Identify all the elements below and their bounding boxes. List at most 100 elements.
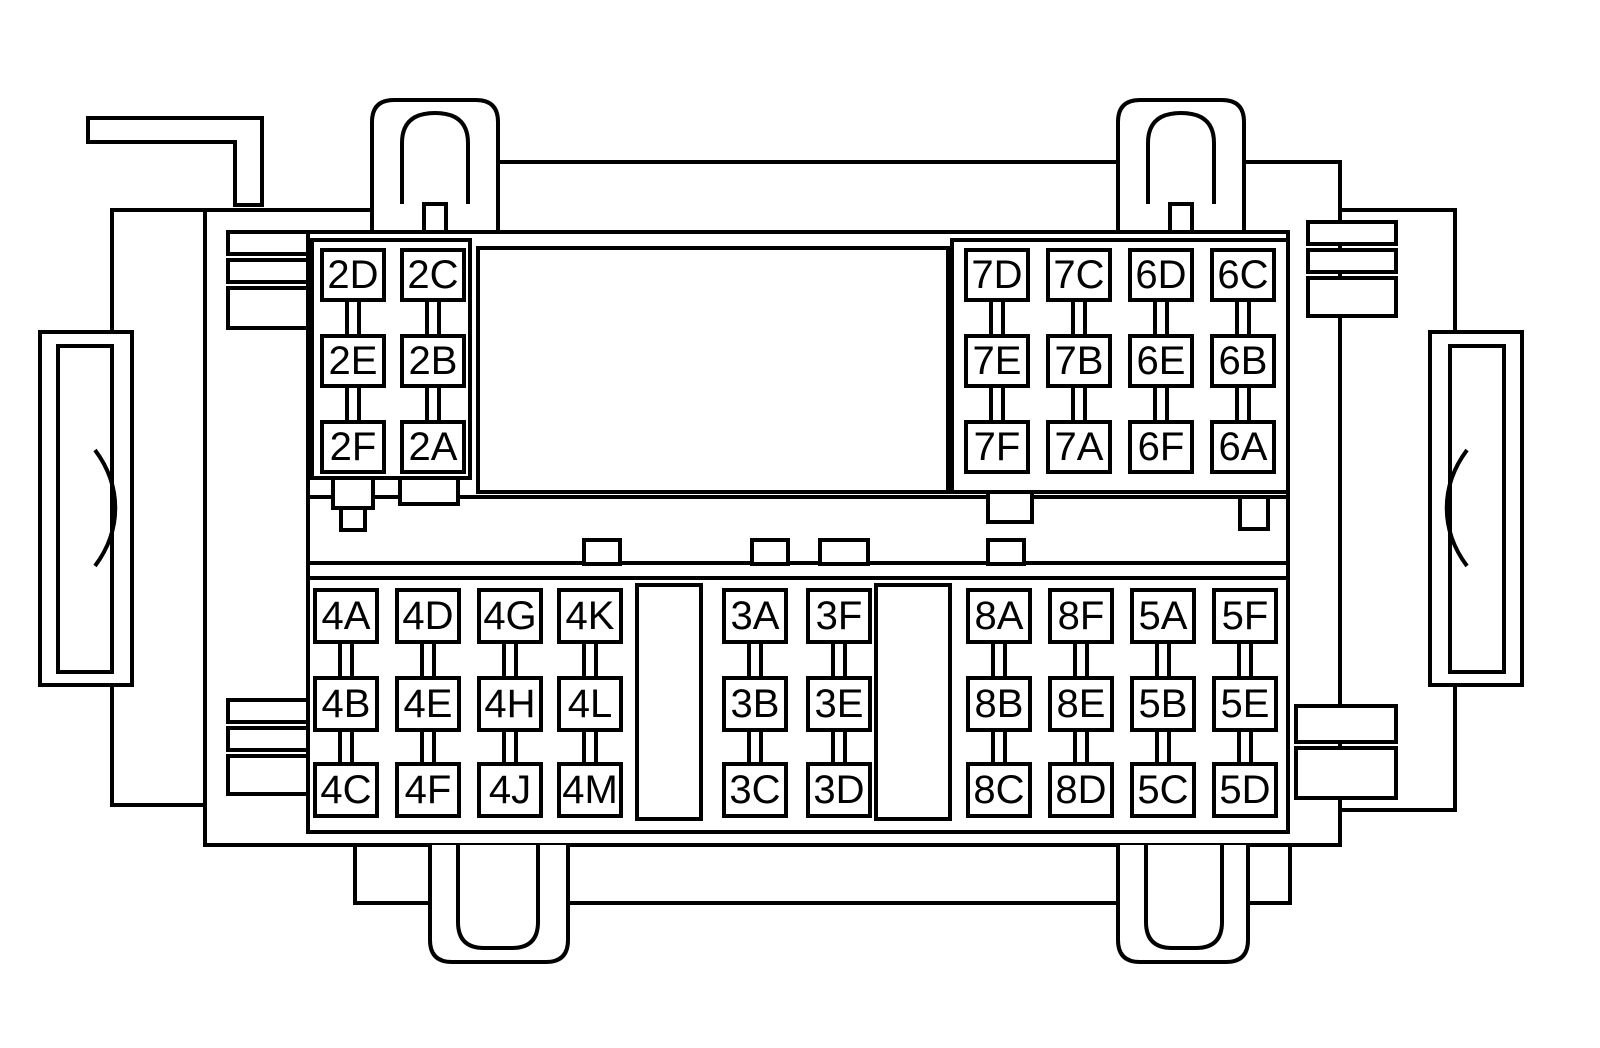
- vent-slot: [226, 726, 310, 752]
- fuse-cell-label: 5C: [1137, 768, 1189, 812]
- rail-tab: [818, 538, 870, 566]
- fuse-cell-label: 5B: [1138, 682, 1188, 726]
- fuse-cell-4L: 4L: [557, 676, 623, 732]
- fuse-cell-label: 4H: [484, 682, 536, 726]
- vent-slot: [1294, 746, 1398, 800]
- fuse-cell-label: 4E: [403, 682, 453, 726]
- terminal-stub: [1153, 302, 1169, 334]
- terminal-stub: [747, 644, 763, 676]
- connector-tab: [339, 506, 367, 532]
- fuse-cell-label: 7D: [971, 253, 1023, 297]
- rail-tab: [750, 538, 790, 566]
- fuse-cell-4C: 4C: [313, 762, 379, 818]
- blank-cavity: [874, 583, 952, 821]
- fuse-cell-4J: 4J: [477, 762, 543, 818]
- fuse-cell-3A: 3A: [722, 588, 788, 644]
- fuse-cell-label: 3E: [814, 682, 864, 726]
- fuse-cell-8B: 8B: [966, 676, 1032, 732]
- fuse-cell-5C: 5C: [1130, 762, 1196, 818]
- fuse-cell-8A: 8A: [966, 588, 1032, 644]
- fuse-cell-3F: 3F: [806, 588, 872, 644]
- fuse-cell-4H: 4H: [477, 676, 543, 732]
- fuse-cell-label: 5D: [1219, 768, 1271, 812]
- fuse-cell-8E: 8E: [1048, 676, 1114, 732]
- fuse-cell-8F: 8F: [1048, 588, 1114, 644]
- fuse-cell-6E: 6E: [1128, 334, 1194, 388]
- fuse-cell-7F: 7F: [964, 420, 1030, 474]
- fuse-cell-label: 3D: [813, 768, 865, 812]
- terminal-stub: [420, 644, 436, 676]
- terminal-stub: [1153, 388, 1169, 420]
- terminal-stub: [345, 302, 361, 334]
- connector-tab: [398, 476, 460, 506]
- fuse-cell-5F: 5F: [1212, 588, 1278, 644]
- fuse-cell-3E: 3E: [806, 676, 872, 732]
- connector-tab: [986, 490, 1034, 524]
- ear-notch: [1168, 202, 1194, 234]
- fuse-cell-label: 7C: [1053, 253, 1105, 297]
- bottom-left-ear-arch-cutout: [456, 845, 540, 950]
- vent-slot: [226, 258, 310, 284]
- fuse-cell-label: 4M: [562, 768, 618, 812]
- fuse-cell-5B: 5B: [1130, 676, 1196, 732]
- terminal-stub: [831, 644, 847, 676]
- top-left-flag-bracket: [86, 116, 264, 207]
- ear-notch: [422, 202, 448, 234]
- fuse-cell-label: 6D: [1135, 253, 1187, 297]
- top-right-ear-arch-cutout: [1146, 110, 1216, 204]
- terminal-stub: [425, 388, 441, 420]
- terminal-stub: [1071, 388, 1087, 420]
- fuse-cell-label: 7E: [972, 339, 1022, 383]
- terminal-stub: [1237, 732, 1253, 762]
- terminal-stub: [1235, 388, 1251, 420]
- fuse-cell-label: 7F: [973, 425, 1021, 469]
- fuse-cell-4F: 4F: [395, 762, 461, 818]
- terminal-stub: [991, 644, 1007, 676]
- vent-slot: [1306, 248, 1398, 274]
- vent-slot: [226, 698, 310, 724]
- terminal-stub: [989, 302, 1005, 334]
- fuse-cell-7A: 7A: [1046, 420, 1112, 474]
- terminal-stub: [1073, 732, 1089, 762]
- fuse-cell-label: 4A: [321, 594, 371, 638]
- fuse-cell-6F: 6F: [1128, 420, 1194, 474]
- top-left-ear-arch-cutout: [400, 110, 470, 204]
- rail-tab: [986, 538, 1026, 566]
- fuse-cell-label: 4D: [402, 594, 454, 638]
- fuse-cell-3D: 3D: [806, 762, 872, 818]
- terminal-stub: [1071, 302, 1087, 334]
- far-left-notch-curve: [93, 448, 118, 568]
- far-right-bracket-inner: [1448, 344, 1506, 674]
- fuse-cell-8C: 8C: [966, 762, 1032, 818]
- terminal-stub: [502, 644, 518, 676]
- fuse-cell-label: 6F: [1137, 425, 1185, 469]
- fuse-cell-label: 4F: [404, 768, 452, 812]
- fuse-cell-label: 8E: [1056, 682, 1106, 726]
- terminal-stub: [1155, 644, 1171, 676]
- blank-cavity: [635, 583, 703, 821]
- fuse-cell-label: 8F: [1057, 594, 1105, 638]
- terminal-stub: [989, 388, 1005, 420]
- fuse-cell-label: 3B: [730, 682, 780, 726]
- fuse-cell-label: 2D: [327, 253, 379, 297]
- fuse-cell-7C: 7C: [1046, 248, 1112, 302]
- fuse-cell-label: 7B: [1054, 339, 1104, 383]
- bottom-right-ear-arch-cutout: [1144, 845, 1224, 950]
- fuse-cell-2E: 2E: [320, 334, 386, 388]
- fuse-cell-7D: 7D: [964, 248, 1030, 302]
- vent-slot: [1294, 704, 1398, 744]
- fuse-cell-4K: 4K: [557, 588, 623, 644]
- fuse-cell-4M: 4M: [557, 762, 623, 818]
- connector-tab: [1238, 495, 1270, 531]
- fuse-cell-label: 8D: [1055, 768, 1107, 812]
- fuse-cell-label: 2E: [328, 339, 378, 383]
- terminal-stub: [831, 732, 847, 762]
- connector-tab: [331, 476, 375, 510]
- fuse-cell-label: 6B: [1218, 339, 1268, 383]
- fuse-cell-label: 2B: [408, 339, 458, 383]
- terminal-stub: [991, 732, 1007, 762]
- fuse-cell-5E: 5E: [1212, 676, 1278, 732]
- fuse-cell-3C: 3C: [722, 762, 788, 818]
- fuse-cell-3B: 3B: [722, 676, 788, 732]
- fuse-cell-8D: 8D: [1048, 762, 1114, 818]
